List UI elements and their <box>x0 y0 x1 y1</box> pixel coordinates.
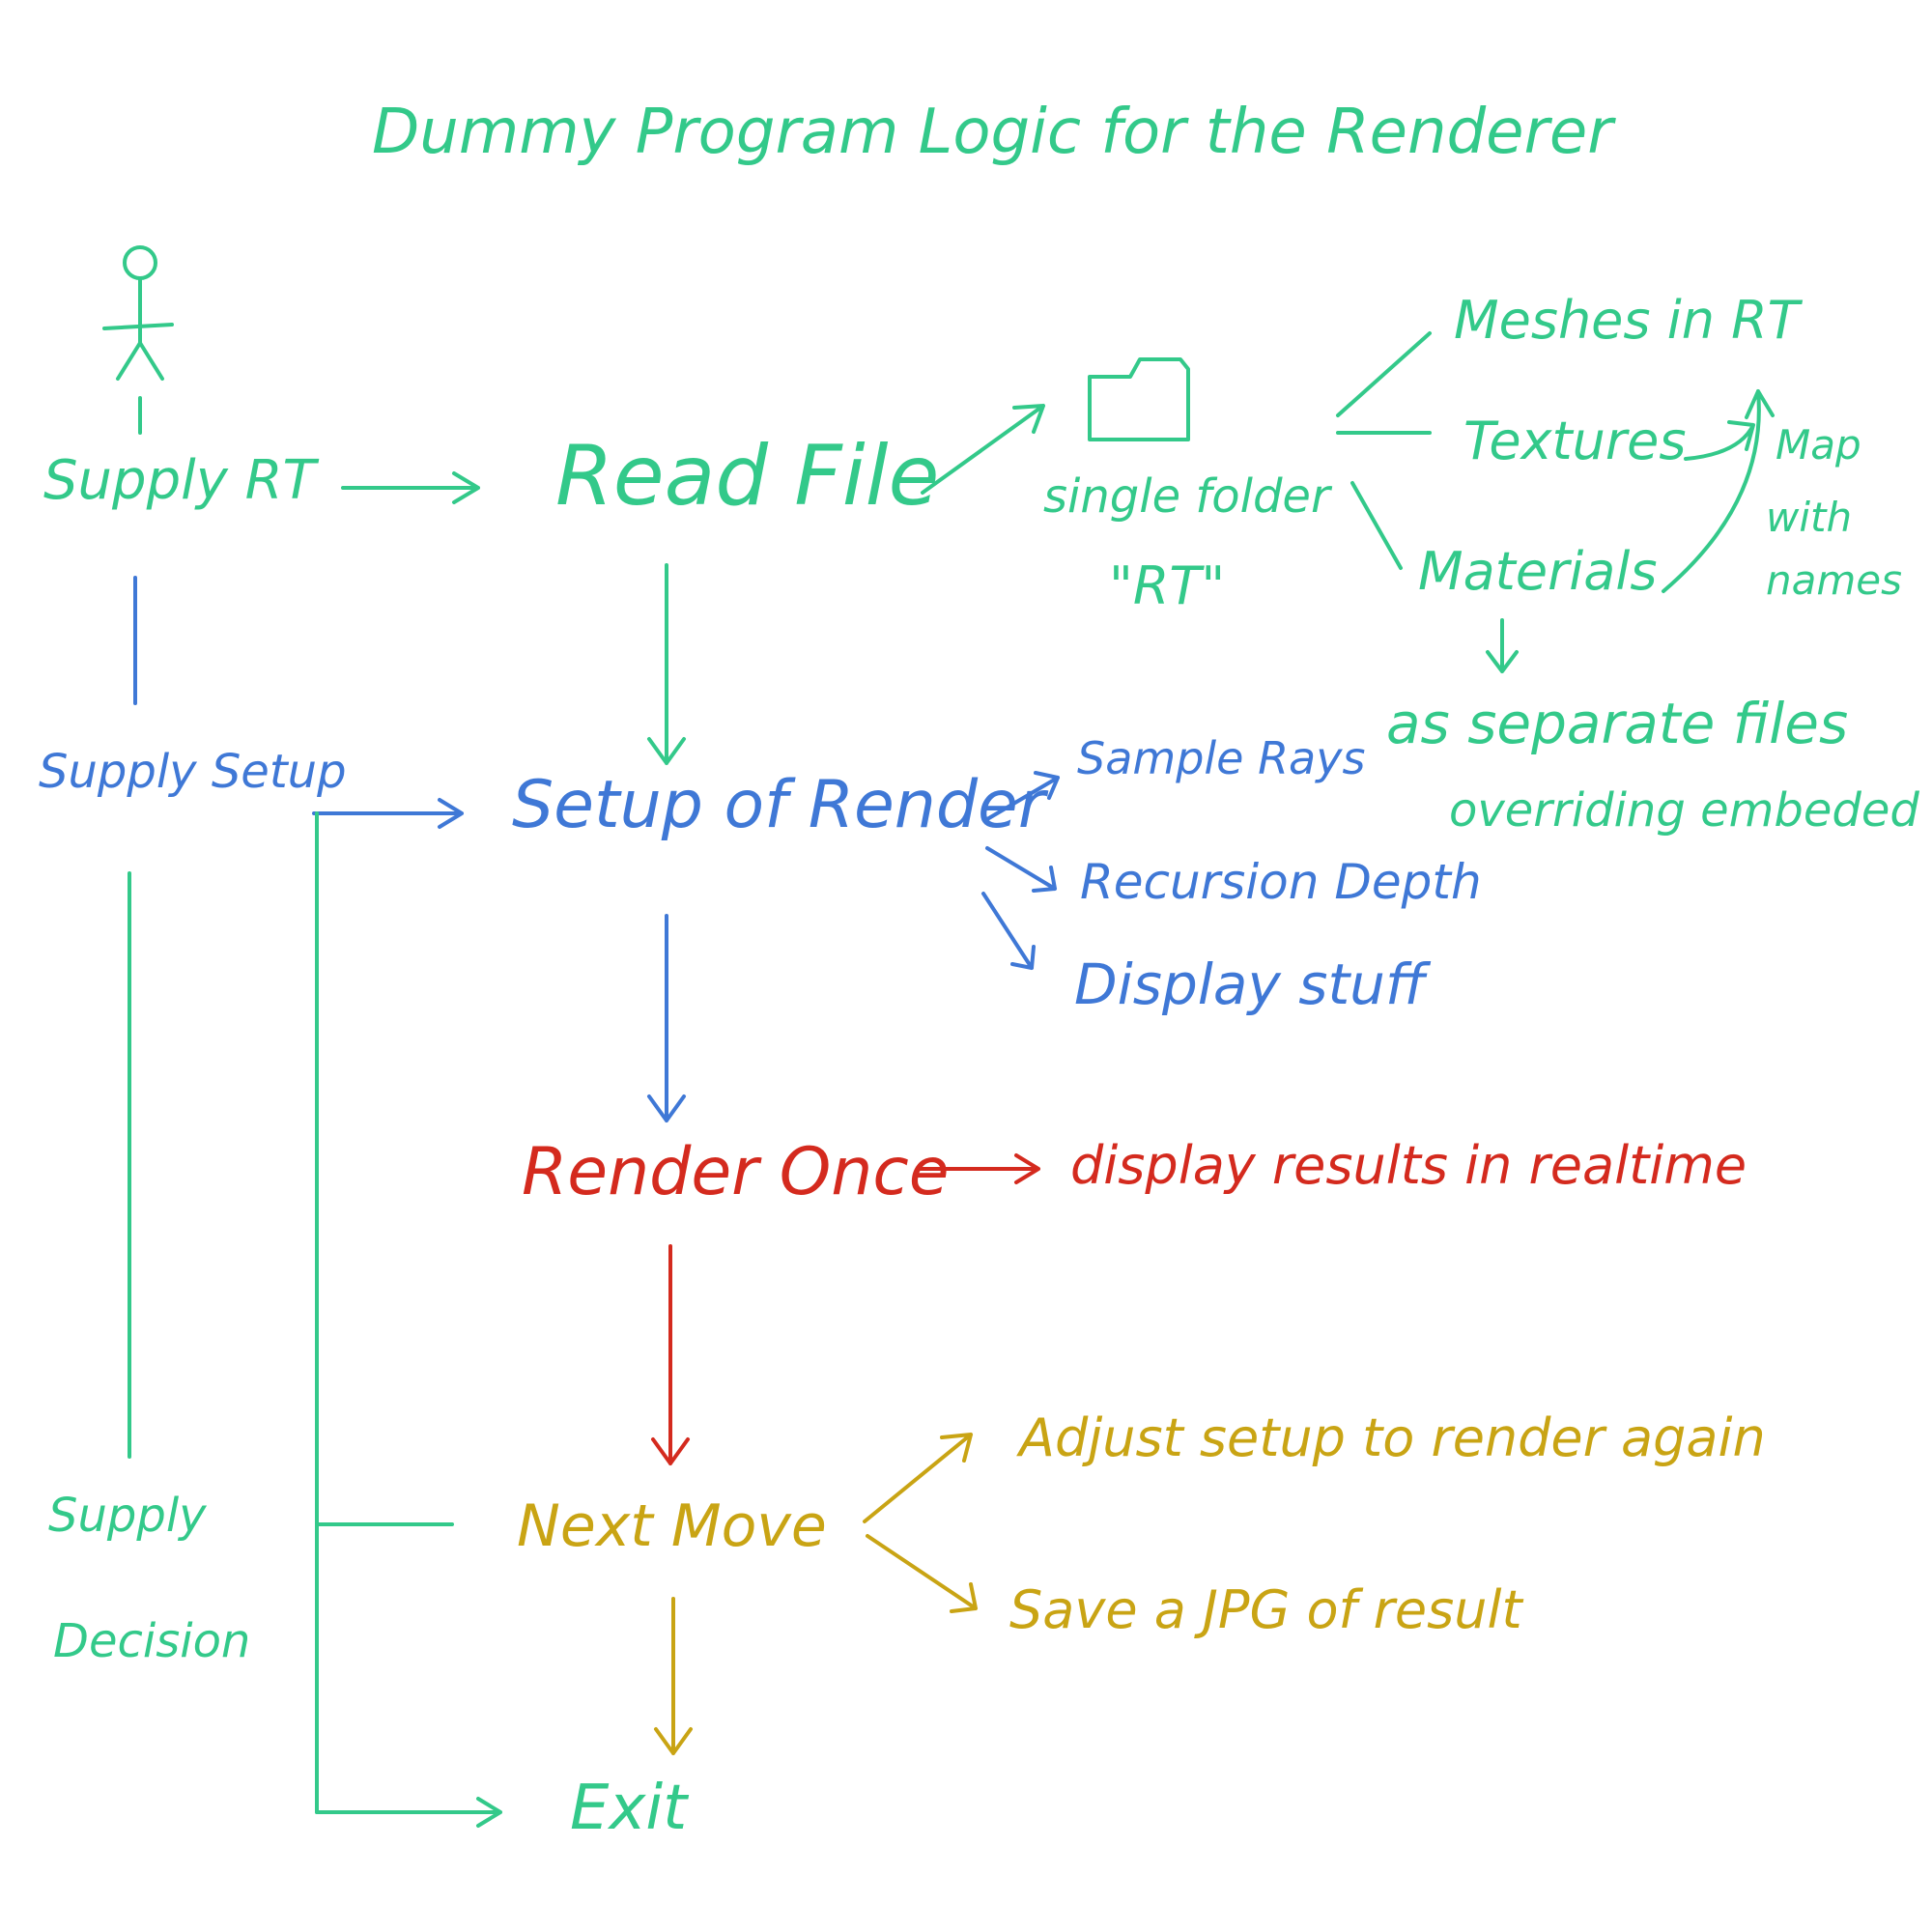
arrow-next-move-to-save <box>866 1534 978 1613</box>
label-map-line1: Map <box>1776 421 1861 469</box>
arrow-materials-to-separate-files <box>1486 618 1519 673</box>
label-adjust-setup: Adjust setup to render again <box>1019 1407 1766 1468</box>
label-meshes: Meshes in RT <box>1454 290 1800 351</box>
label-textures: Textures <box>1463 411 1687 471</box>
arrow-read-file-to-setup <box>647 563 686 765</box>
label-recursion-depth: Recursion Depth <box>1080 854 1482 910</box>
arrow-setup-to-display <box>981 892 1036 970</box>
stick-figure-head <box>123 245 157 280</box>
arrow-setup-to-render <box>647 914 686 1122</box>
label-display-results-realtime: display results in realtime <box>1070 1135 1747 1196</box>
label-sample-rays: Sample Rays <box>1077 732 1366 784</box>
arrow-decision-to-exit <box>315 1797 502 1828</box>
label-overriding-embeded: overriding embeded <box>1449 783 1919 838</box>
step-supply-decision-line1: Supply <box>48 1489 207 1543</box>
arrow-next-move-to-exit <box>654 1597 693 1755</box>
arrow-setup-to-recursion <box>985 846 1057 893</box>
arrow-supply-rt-to-read-file <box>341 471 480 504</box>
arrow-render-to-next-move <box>651 1244 690 1465</box>
label-display-stuff: Display stuff <box>1074 952 1426 1017</box>
label-save-jpg: Save a JPG of result <box>1009 1579 1522 1640</box>
node-setup-of-render: Setup of Render <box>512 767 1045 843</box>
node-exit: Exit <box>570 1773 688 1844</box>
label-rt-folder-name: "RT" <box>1109 555 1226 616</box>
label-map-line2: with <box>1766 494 1853 541</box>
label-separate-files: as separate files <box>1386 691 1849 756</box>
arrow-setup-to-sample-rays <box>985 771 1060 821</box>
arrow-materials-to-meshes <box>1662 389 1775 593</box>
branch-to-materials <box>1350 481 1403 570</box>
branch-to-meshes <box>1336 331 1432 417</box>
step-supply-rt: Supply RT <box>43 449 316 512</box>
arrow-textures-to-map <box>1684 420 1755 461</box>
node-render-once: Render Once <box>522 1134 950 1210</box>
diagram-title: Dummy Program Logic for the Renderer <box>372 97 1613 168</box>
label-materials: Materials <box>1418 541 1658 602</box>
label-single-folder: single folder <box>1043 469 1330 524</box>
arrow-read-file-to-folder <box>921 404 1045 495</box>
step-supply-decision-line2: Decision <box>53 1614 251 1668</box>
arrow-next-move-to-adjust <box>863 1433 973 1523</box>
folder-icon <box>1088 357 1190 441</box>
step-supply-setup: Supply Setup <box>39 745 347 799</box>
node-read-file: Read File <box>555 428 940 525</box>
arrow-supply-setup-to-setup <box>312 798 464 829</box>
stick-figure-left-leg <box>116 341 142 381</box>
label-map-line3: names <box>1766 556 1902 604</box>
stick-figure-right-leg <box>138 341 164 381</box>
arrow-render-to-realtime <box>918 1153 1040 1184</box>
stick-figure-arms <box>102 323 174 330</box>
node-next-move: Next Move <box>517 1492 827 1560</box>
stick-figure-icon <box>102 245 174 435</box>
